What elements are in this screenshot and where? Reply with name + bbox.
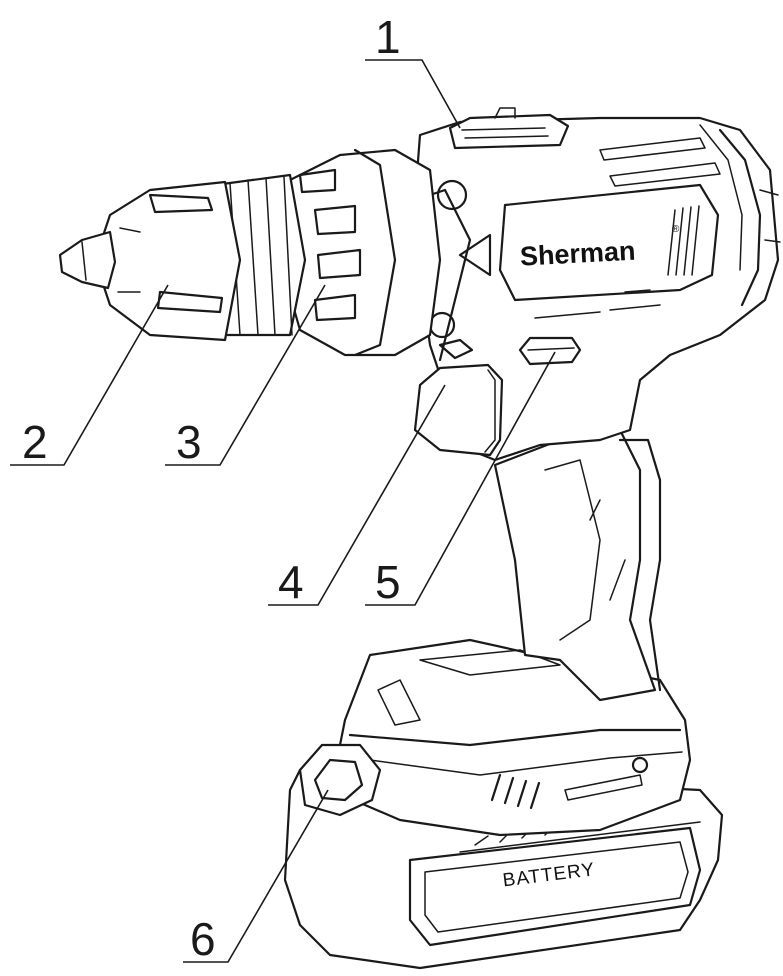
brand-reg-mark: ® <box>672 224 680 235</box>
callout-2: 2 <box>22 416 48 468</box>
callout-leaders <box>10 59 556 963</box>
callout-4: 4 <box>278 556 304 608</box>
callout-3: 3 <box>176 416 202 468</box>
motor-housing <box>413 107 781 462</box>
trigger <box>413 338 504 457</box>
callout-numbers: 1 2 3 4 5 6 <box>22 11 401 965</box>
callout-6: 6 <box>190 913 216 965</box>
keyless-chuck <box>58 173 307 342</box>
callout-5: 5 <box>375 556 401 608</box>
brand-logo: Sherman ® <box>519 224 680 272</box>
brand-name: Sherman <box>519 236 636 272</box>
battery-pack: BATTERY <box>283 638 724 970</box>
callout-1: 1 <box>375 11 401 63</box>
